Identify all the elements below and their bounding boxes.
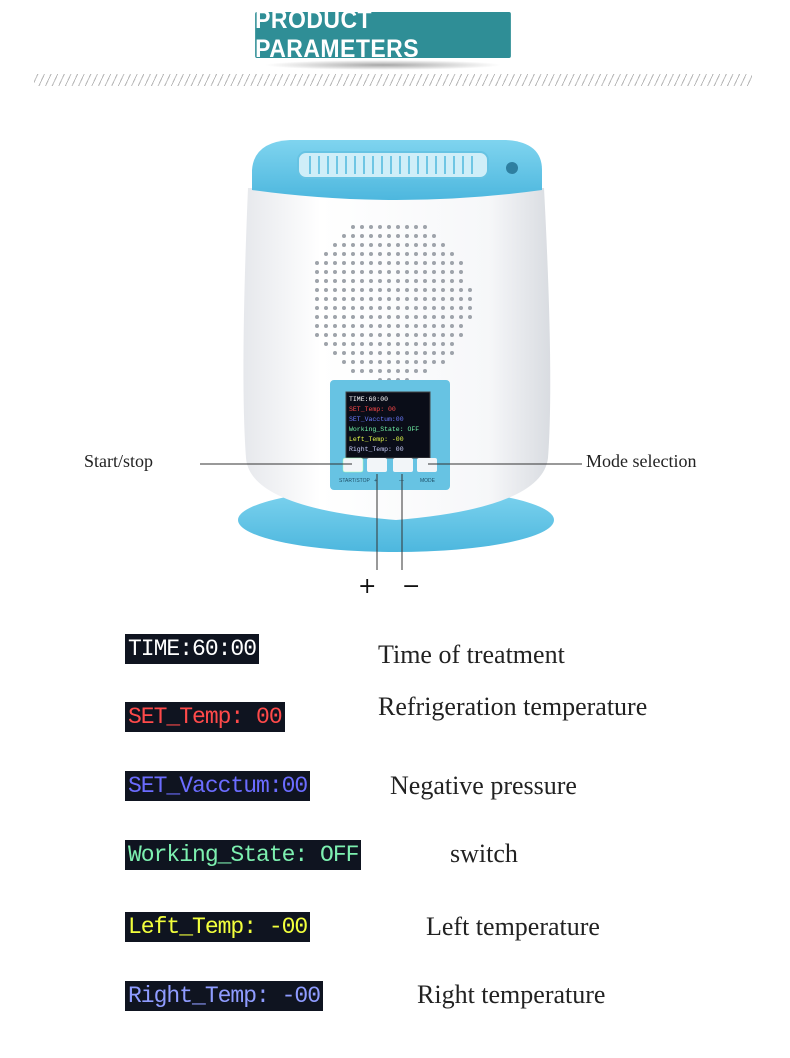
screen-line: Working_State: OFF (349, 426, 419, 433)
desc-right-temp: Right temperature (417, 980, 606, 1009)
plus-label: + (358, 574, 377, 599)
desc-left-temp: Left temperature (426, 912, 600, 941)
button-label-plus: + (374, 478, 377, 484)
lcd-set-temp: SET_Temp: 00 (125, 702, 285, 732)
lcd-working-state: Working_State: OFF (125, 840, 362, 870)
banner-shadow (264, 60, 502, 70)
lcd-right-temp: Right_Temp: -00 (125, 981, 324, 1011)
desc-time: Time of treatment (378, 640, 565, 669)
divider (34, 74, 752, 86)
screen-line: Right_Temp: 00 (349, 446, 404, 453)
lcd-time: TIME:60:00 (125, 634, 260, 664)
button-label-mode: MODE (420, 478, 436, 484)
lcd-left-temp: Left_Temp: -00 (125, 912, 311, 942)
desc-set-vacuum: Negative pressure (390, 771, 577, 800)
screen-line: TIME:60:00 (349, 396, 388, 403)
lcd-set-vacuum: SET_Vacctum:00 (125, 771, 311, 801)
desc-working-state: switch (450, 839, 518, 868)
screen-line: SET_Vacctum:00 (349, 416, 404, 423)
start-stop-label: Start/stop (84, 451, 154, 471)
minus-label: − (402, 574, 421, 599)
screen-line: Left_Temp: -00 (349, 436, 404, 443)
mode-selection-label: Mode selection (586, 451, 697, 471)
button-label-start: START/STOP (339, 478, 371, 484)
desc-set-temp: Refrigeration temperature (378, 692, 648, 721)
screen-line: SET_Temp: 00 (349, 406, 396, 413)
